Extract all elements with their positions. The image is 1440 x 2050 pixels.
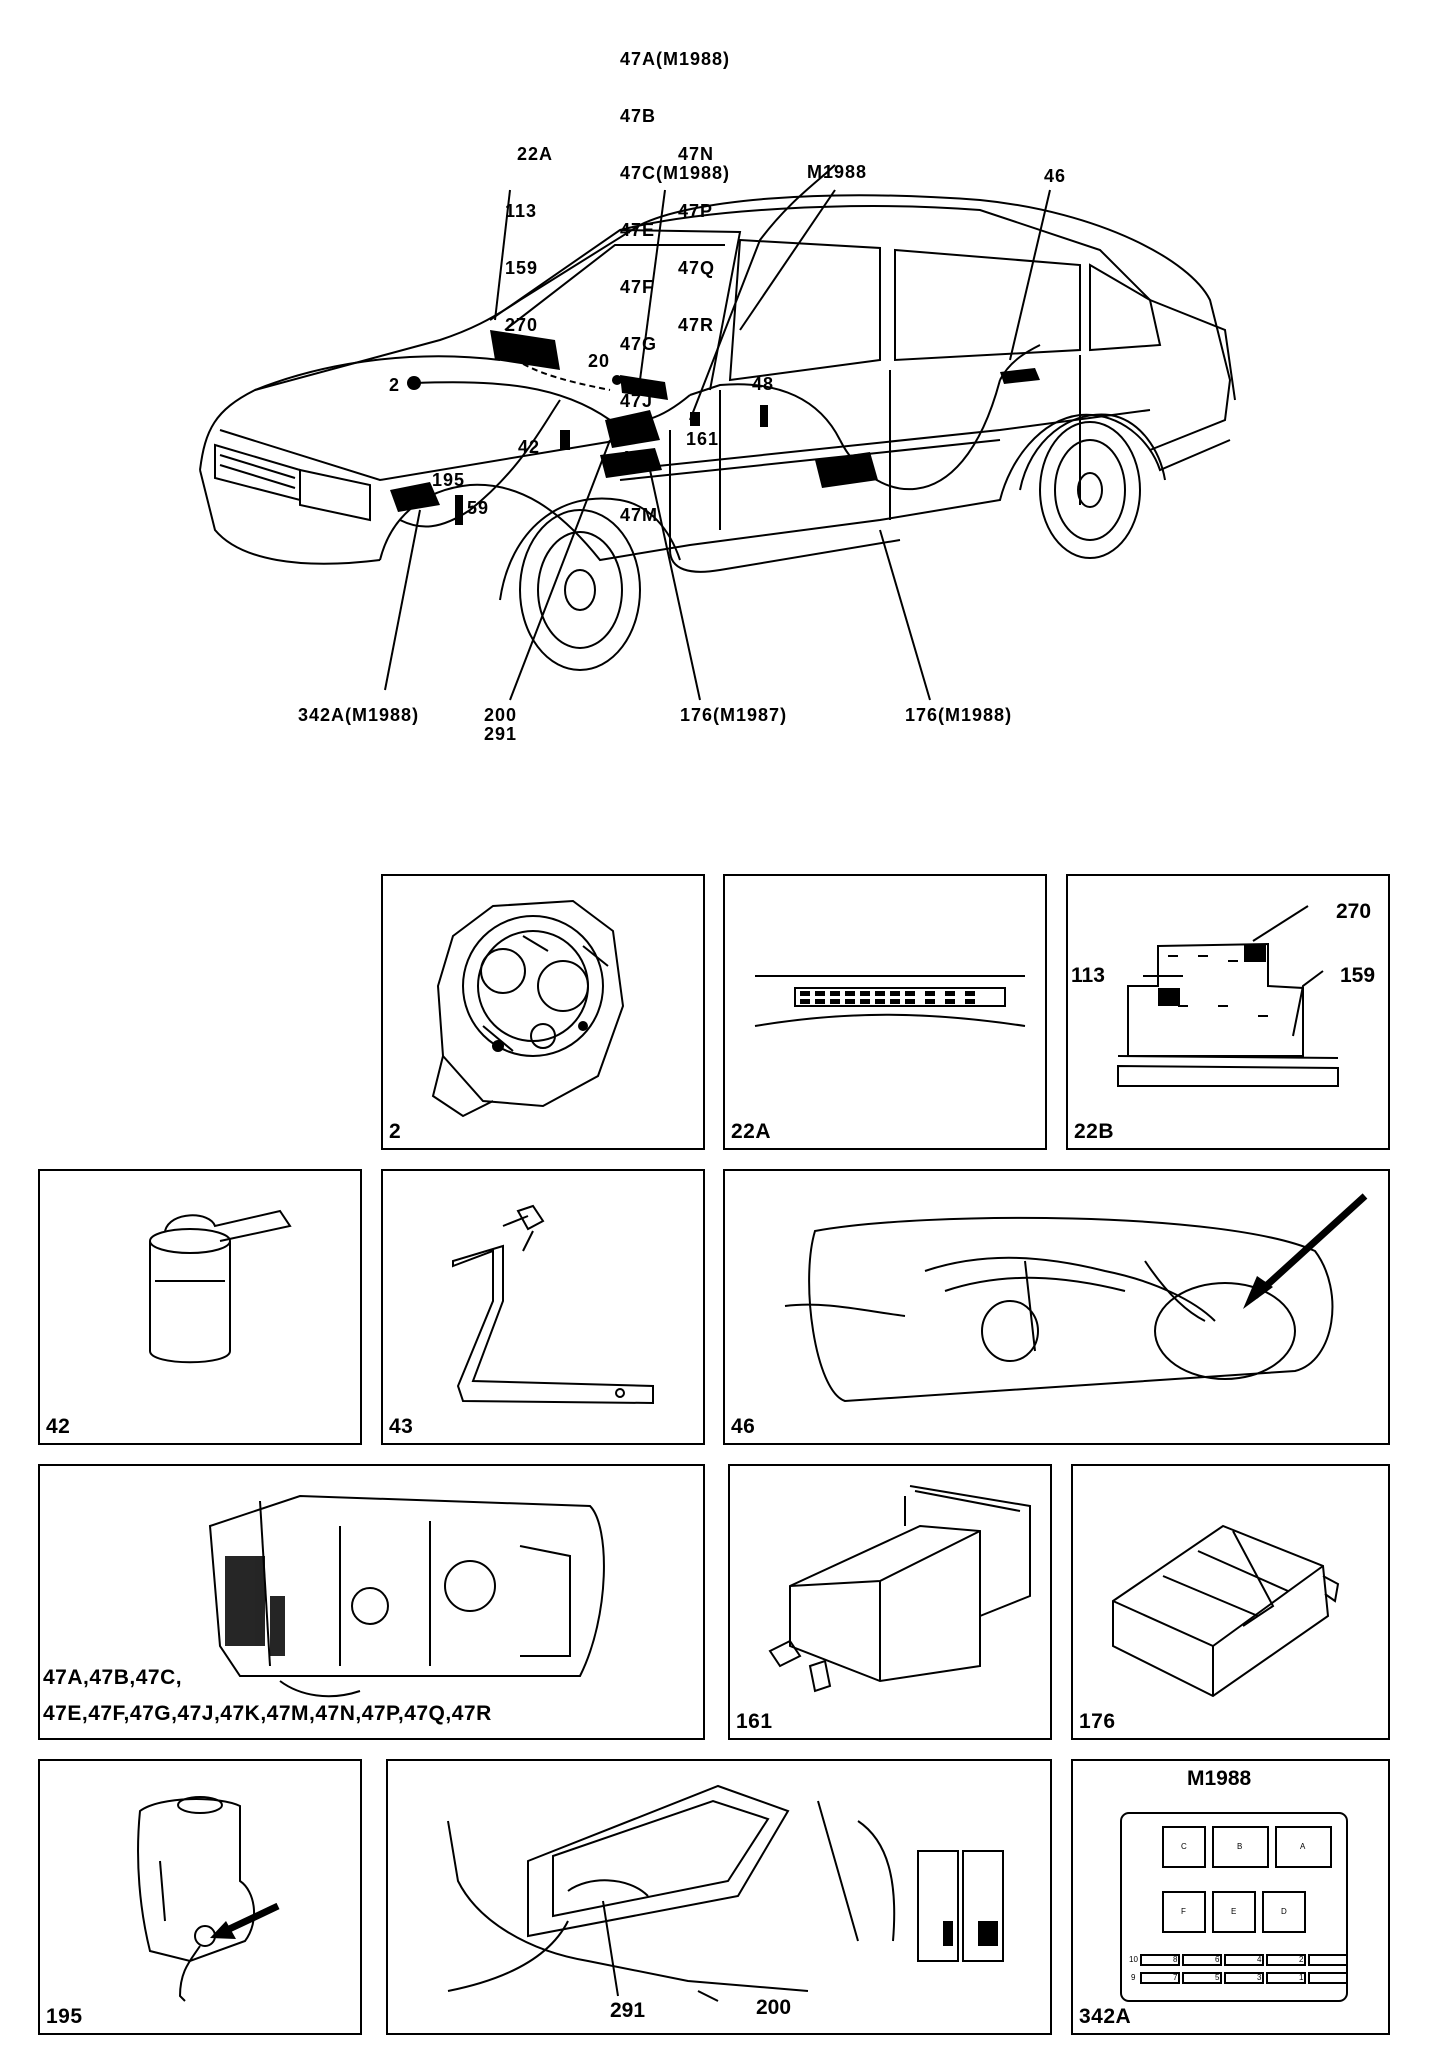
panel-22b-fusebox: 270 113 159 22B bbox=[1066, 874, 1390, 1150]
callout-159: 159 bbox=[505, 258, 539, 278]
panel-342a-title: M1988 bbox=[1187, 1767, 1252, 1790]
fuse-label-5: 5 bbox=[1215, 1973, 1220, 1982]
callout-200: 200 bbox=[484, 705, 518, 725]
callout-270: 270 bbox=[505, 315, 539, 335]
relay-e: E bbox=[1231, 1907, 1237, 1916]
fuse-label-3: 3 bbox=[1257, 1973, 1262, 1982]
callout-22a: 22A bbox=[517, 144, 554, 164]
control-unit-illustration bbox=[1112, 1524, 1340, 1698]
callout-113-fusebox: 113 bbox=[1071, 964, 1105, 987]
callout-47a: 47A(M1988) bbox=[620, 49, 731, 69]
panel-161-relay: 161 bbox=[728, 1464, 1052, 1740]
relay-b: B bbox=[1237, 1842, 1243, 1851]
bracket-illustration bbox=[452, 1204, 654, 1405]
callout-176-m1988: 176(M1988) bbox=[905, 705, 1013, 725]
panel-176-control-unit: 176 bbox=[1071, 1464, 1390, 1740]
panel-195-caption: 195 bbox=[46, 2005, 83, 2028]
callout-47g: 47G bbox=[620, 334, 658, 354]
connector-illustration bbox=[754, 975, 1026, 1027]
callout-47m: 47M bbox=[620, 505, 659, 525]
callout-m1988: M1988 bbox=[807, 162, 868, 182]
fuse-label-4: 4 bbox=[1257, 1955, 1262, 1964]
panel-22a-caption: 22A bbox=[731, 1120, 772, 1143]
callout-47q: 47Q bbox=[678, 258, 716, 278]
panel-2-alternator: 2 bbox=[381, 874, 705, 1150]
callout-47-stack: 47A(M1988) 47B 47C(M1988) 47E 47F 47G 47… bbox=[620, 12, 730, 544]
panel-22b-caption: 22B bbox=[1074, 1120, 1115, 1143]
panel-46-fuel-tank: 46 bbox=[723, 1169, 1390, 1445]
callout-161: 161 bbox=[686, 429, 720, 449]
panel-195-washer-reservoir: 195 bbox=[38, 1759, 362, 2035]
relay-illustration bbox=[768, 1485, 1031, 1693]
panel-47-instrument-cluster: 47A,47B,47C, 47E,47F,47G,47J,47K,47M,47N… bbox=[38, 1464, 705, 1740]
panel-43-bracket: 43 bbox=[381, 1169, 705, 1445]
washer-reservoir-illustration bbox=[137, 1796, 280, 2002]
callout-42: 42 bbox=[518, 437, 541, 457]
panel-42-caption: 42 bbox=[46, 1415, 71, 1438]
callout-47p: 47P bbox=[678, 201, 714, 221]
panel-342a-relay-box: M1988 C B A F E D 10 8 6 4 2 9 7 5 3 1 3… bbox=[1071, 1759, 1390, 2035]
harness-illustration bbox=[447, 1784, 1004, 2002]
callout-left-stack: 22A 113 159 270 bbox=[505, 107, 553, 354]
panel-46-caption: 46 bbox=[731, 1415, 756, 1438]
callout-47f: 47F bbox=[620, 277, 655, 297]
relay-c: C bbox=[1181, 1842, 1187, 1851]
fuse-label-6: 6 bbox=[1215, 1955, 1220, 1964]
relay-box-illustration bbox=[1120, 1812, 1348, 2002]
relay-f: F bbox=[1181, 1907, 1186, 1916]
callout-47e: 47E bbox=[620, 220, 656, 240]
callout-48: 48 bbox=[752, 374, 775, 394]
callout-113: 113 bbox=[505, 201, 538, 221]
callout-47c: 47C(M1988) bbox=[620, 163, 731, 183]
panel-342a-caption: 342A bbox=[1079, 2005, 1132, 2028]
fuse-label-7: 7 bbox=[1173, 1973, 1178, 1982]
panel-200-291-harness: 291 200 bbox=[386, 1759, 1052, 2035]
callout-342a: 342A(M1988) bbox=[298, 705, 420, 725]
panel-42-sensor: 42 bbox=[38, 1169, 362, 1445]
car-wiring-overview bbox=[199, 164, 1236, 701]
callout-47k: 47K bbox=[620, 448, 657, 468]
panel-47-caption-line2: 47E,47F,47G,47J,47K,47M,47N,47P,47Q,47R bbox=[43, 1702, 492, 1725]
sensor-illustration bbox=[149, 1209, 292, 1364]
callout-47n: 47N bbox=[678, 144, 715, 164]
panel-161-caption: 161 bbox=[736, 1710, 773, 1733]
callout-270-fusebox: 270 bbox=[1336, 900, 1372, 923]
instrument-cluster-illustration bbox=[208, 1494, 605, 1698]
callout-2: 2 bbox=[389, 375, 401, 395]
fuse-label-8: 8 bbox=[1173, 1955, 1178, 1964]
callout-20: 20 bbox=[588, 351, 611, 371]
callout-159-fusebox: 159 bbox=[1340, 964, 1376, 987]
callout-200-harness: 200 bbox=[756, 1996, 792, 2019]
fuse-label-2: 2 bbox=[1299, 1955, 1304, 1964]
panel-43-caption: 43 bbox=[389, 1415, 414, 1438]
callout-47b: 47B bbox=[620, 106, 657, 126]
callout-47-right-stack: 47N 47P 47Q 47R bbox=[678, 107, 715, 354]
fuse-label-10: 10 bbox=[1129, 1955, 1138, 1964]
panel-47-caption-line1: 47A,47B,47C, bbox=[43, 1666, 183, 1689]
callout-291-harness: 291 bbox=[610, 1999, 646, 2022]
callout-46: 46 bbox=[1044, 166, 1067, 186]
callout-47j: 47J bbox=[620, 391, 654, 411]
fuse-label-9: 9 bbox=[1131, 1973, 1136, 1982]
callout-195: 195 bbox=[432, 470, 466, 490]
alternator-illustration bbox=[431, 899, 625, 1118]
callout-47r: 47R bbox=[678, 315, 715, 335]
callout-291: 291 bbox=[484, 724, 518, 744]
panel-22a-connector: 22A bbox=[723, 874, 1047, 1150]
panel-176-caption: 176 bbox=[1079, 1710, 1116, 1733]
panel-2-caption: 2 bbox=[389, 1120, 402, 1143]
fuel-tank-illustration bbox=[784, 1193, 1368, 1403]
callout-176-m1987: 176(M1987) bbox=[680, 705, 788, 725]
fusebox-illustration bbox=[1117, 905, 1339, 1087]
fuse-label-1: 1 bbox=[1299, 1973, 1304, 1982]
callout-59: 59 bbox=[467, 498, 490, 518]
relay-a: A bbox=[1300, 1842, 1306, 1851]
relay-d: D bbox=[1281, 1907, 1287, 1916]
